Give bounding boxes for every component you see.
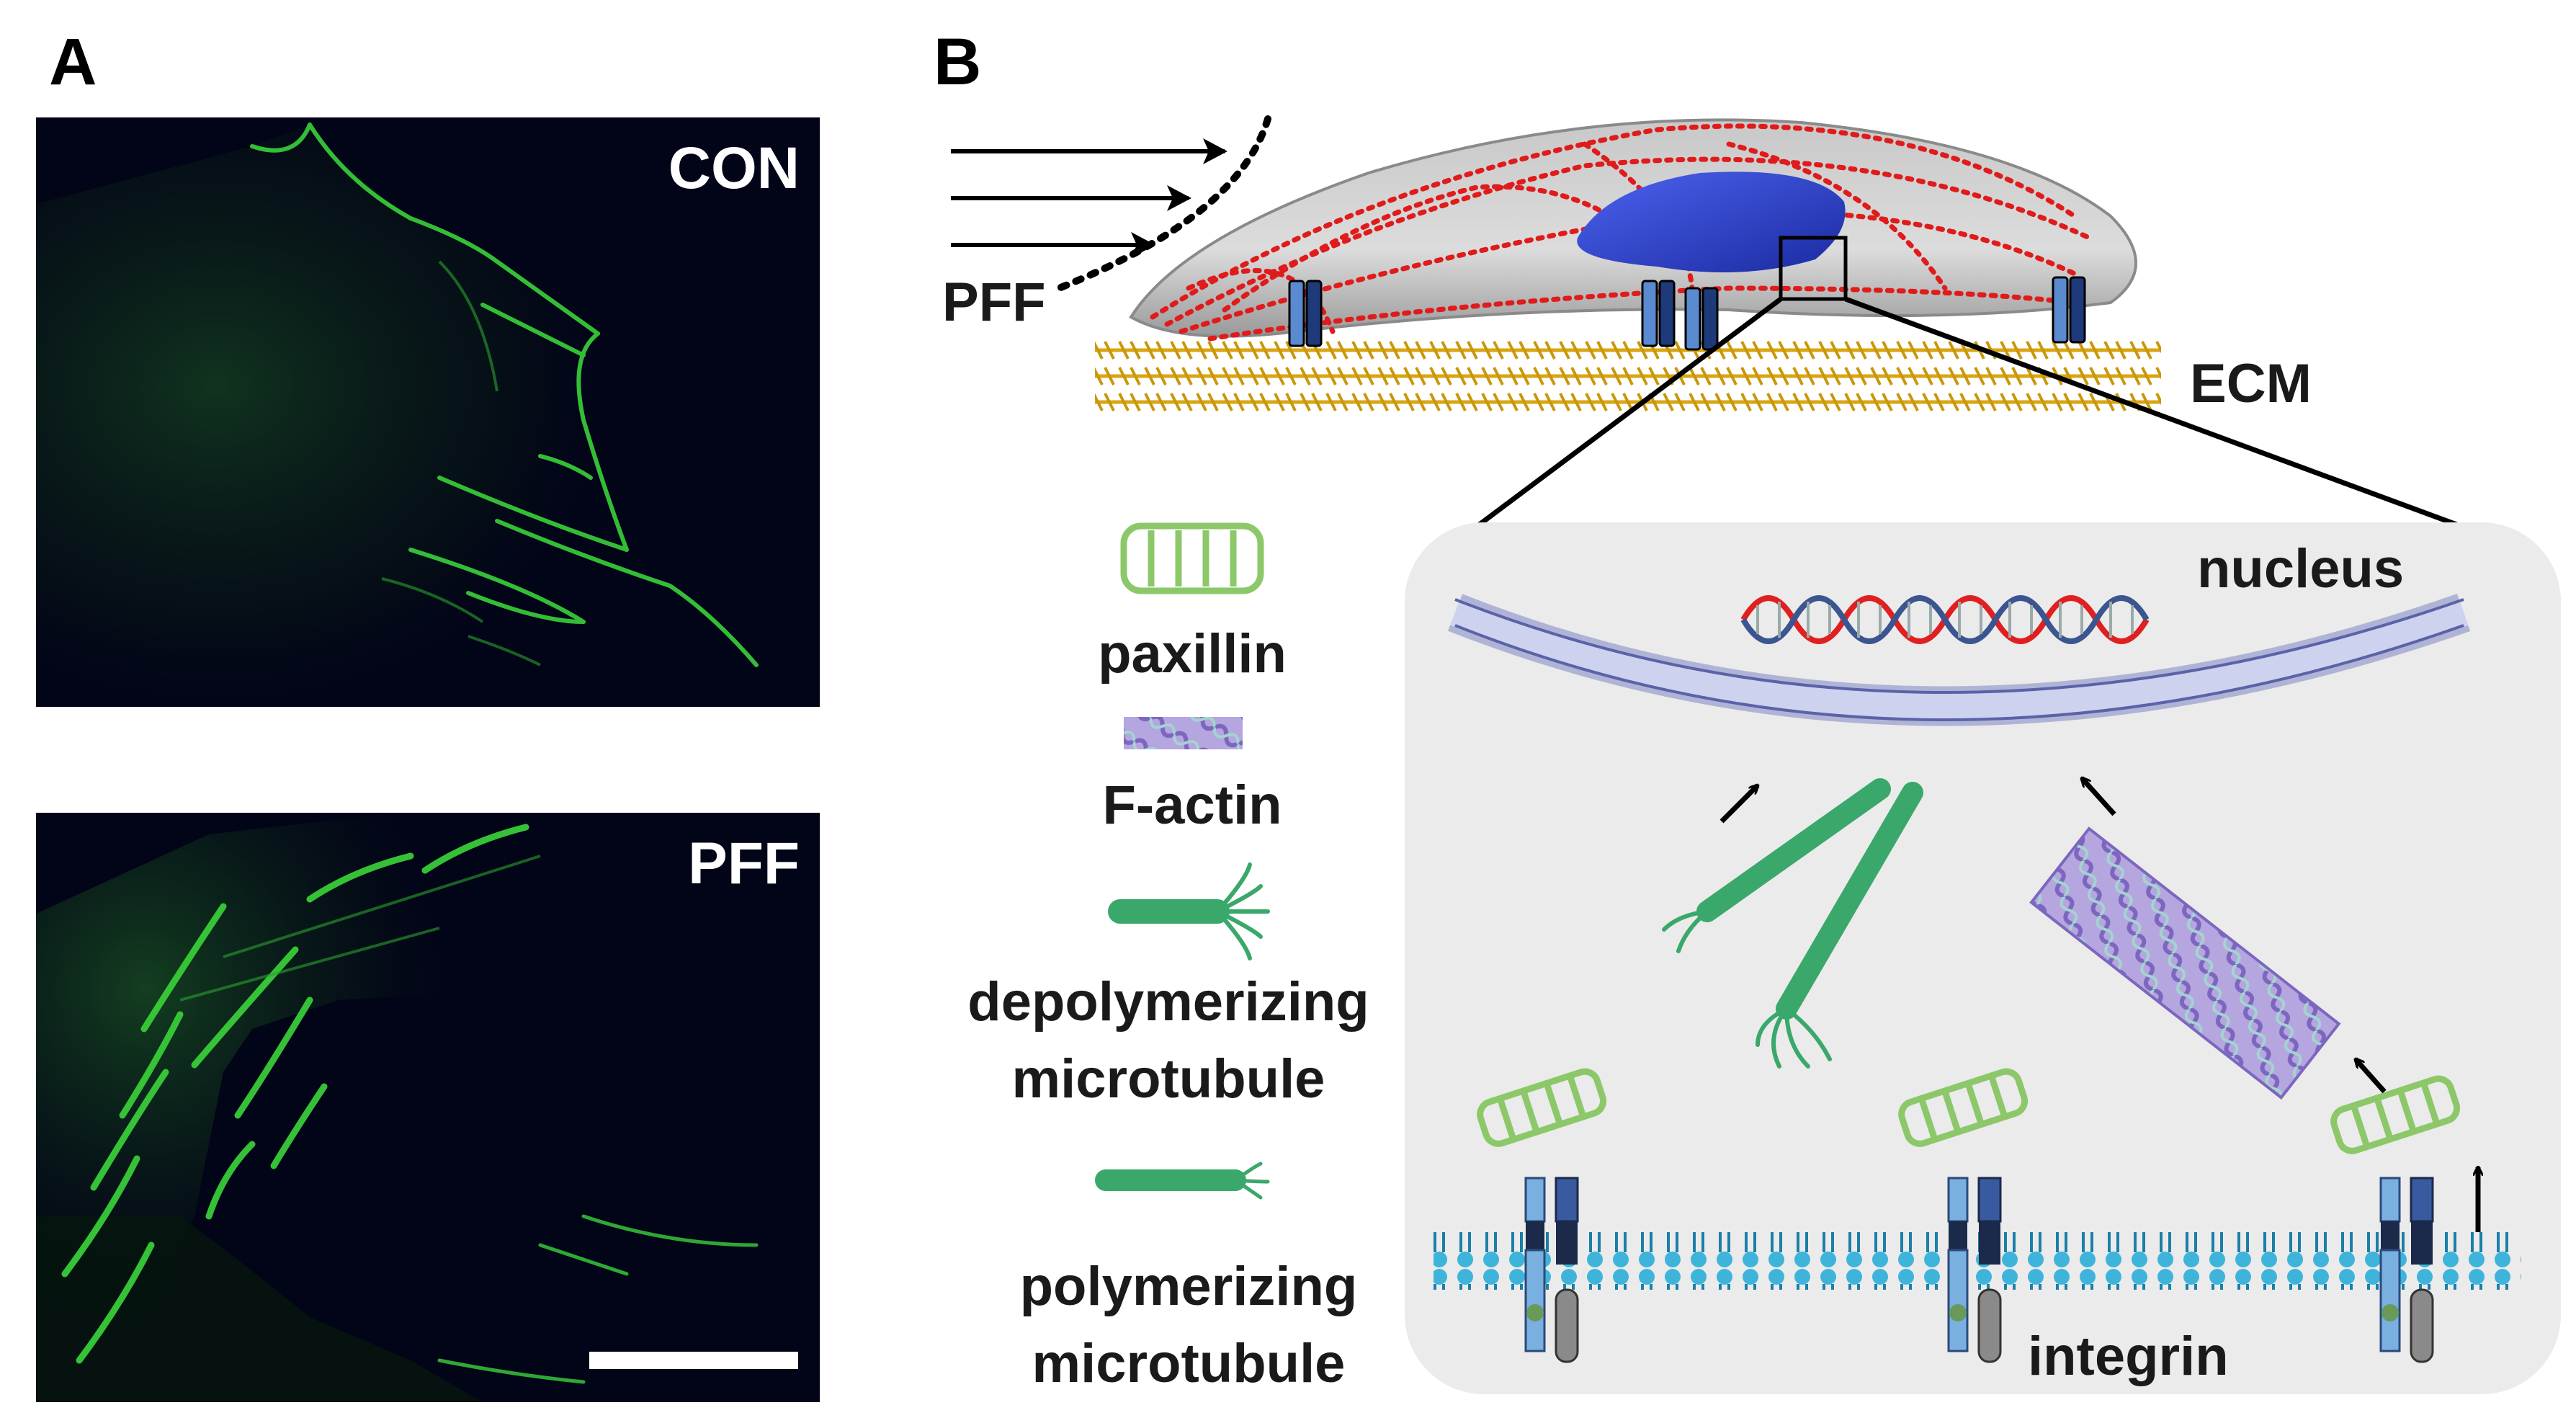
factin-bundle [2029, 826, 2341, 1100]
legend-poly-line1: polymerizing [1019, 1256, 1358, 1317]
panel-b-letter: B [934, 25, 982, 99]
legend-factin-label: F-actin [1102, 775, 1282, 836]
micrograph-con: CON [36, 117, 820, 707]
flow-label: PFF [942, 272, 1046, 333]
microtubules-inset [1662, 778, 1923, 1069]
inset-panel [1405, 522, 2561, 1394]
paxillin-inset [1477, 1068, 2461, 1154]
zoom-line-left [1439, 297, 1783, 556]
nucleus-icon [1577, 171, 1846, 272]
legend-paxillin-icon [1120, 522, 1264, 594]
zoom-line-right [1844, 296, 2501, 543]
ecm-label: ECM [2190, 353, 2312, 414]
flow-dotted-curve [1055, 115, 1271, 292]
nucleus-label: nucleus [2197, 538, 2405, 599]
flow-arrows [951, 138, 1227, 258]
cell-integrins [1288, 276, 2086, 351]
arrow-icon [1719, 778, 2478, 1232]
legend-depoly-line2: microtubule [1011, 1048, 1325, 1110]
ecm-strip [1095, 339, 2161, 418]
legend-paxillin-label: paxillin [1098, 623, 1287, 685]
legend-poly-line2: microtubule [1032, 1333, 1346, 1394]
panel-a-letter: A [49, 25, 97, 99]
legend-poly-icon [1095, 1161, 1270, 1200]
integrin-icon [1524, 1177, 2434, 1363]
pff-cell-stain [36, 813, 759, 1402]
dna-helix-icon [1740, 595, 2150, 644]
legend-depoly-icon [1108, 862, 1270, 960]
plasma-membrane [1434, 1232, 2521, 1290]
micrograph-pff: PFF [36, 813, 820, 1402]
con-label: CON [668, 135, 800, 201]
legend-factin-icon [1124, 717, 1243, 749]
con-cell-stain [36, 122, 759, 707]
zoom-box [1779, 236, 1848, 301]
scale-bar [589, 1352, 798, 1369]
pff-label: PFF [688, 831, 800, 896]
legend-depoly-line1: depolymerizing [967, 971, 1369, 1033]
integrin-label: integrin [2028, 1326, 2229, 1387]
